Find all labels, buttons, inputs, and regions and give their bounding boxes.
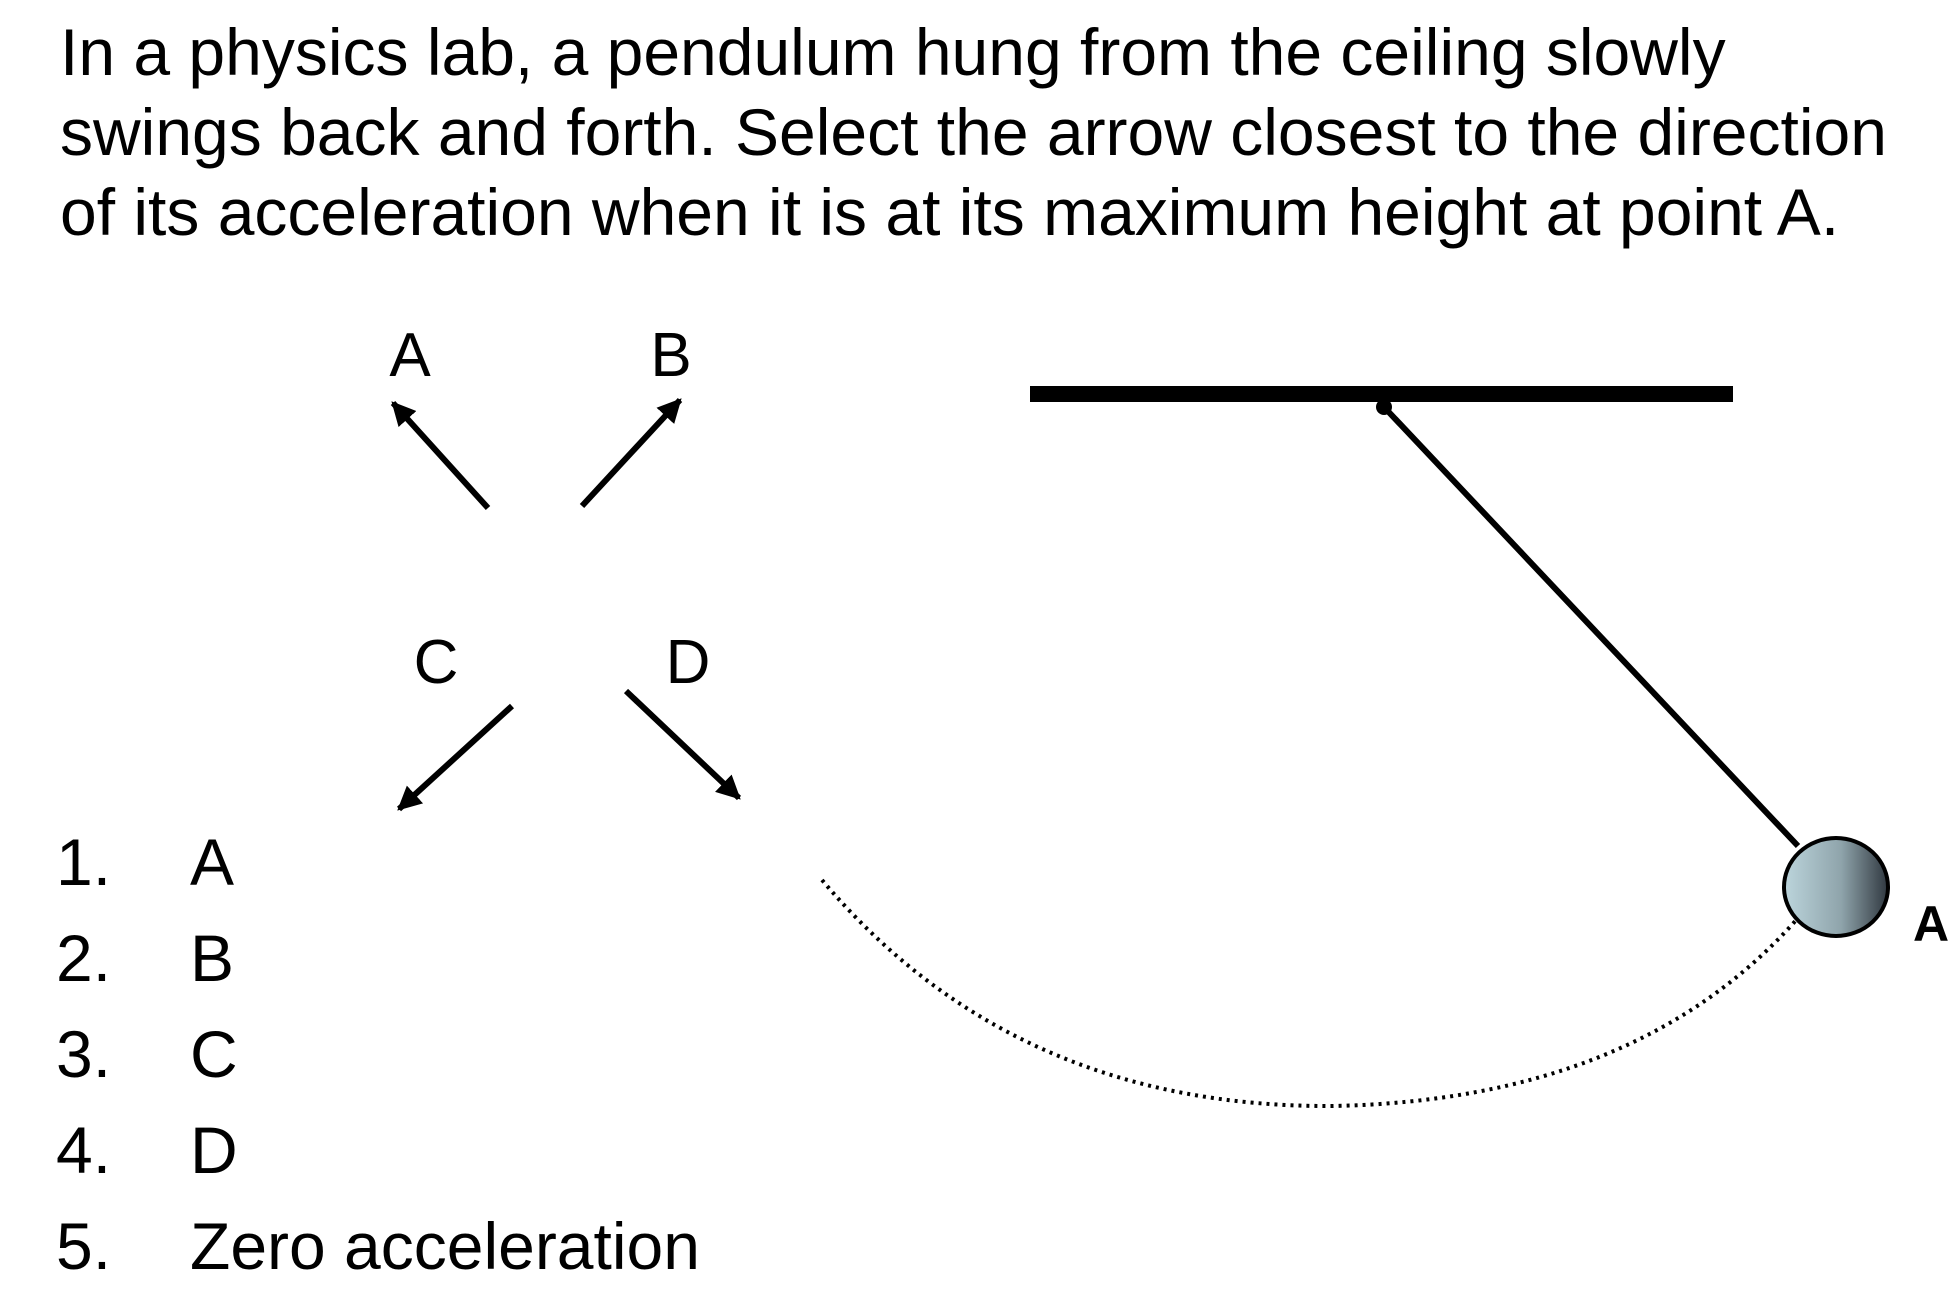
- direction-arrows: A B C D: [389, 321, 742, 812]
- option-text: A: [190, 825, 235, 899]
- arrow-label-a: A: [389, 321, 431, 390]
- arrow-label-d: D: [666, 628, 711, 697]
- arrow-c-down-left: [396, 703, 515, 812]
- option-text: C: [190, 1017, 238, 1091]
- point-a-label: A: [1913, 896, 1949, 952]
- swing-path: [820, 878, 1800, 1109]
- arrow-d-down-right: [623, 688, 742, 801]
- option-5[interactable]: 5. Zero acceleration: [56, 1198, 700, 1294]
- option-1[interactable]: 1. A: [56, 814, 700, 910]
- option-2[interactable]: 2. B: [56, 910, 700, 1006]
- pendulum: A: [820, 386, 1949, 1109]
- option-number: 4.: [56, 1113, 112, 1187]
- option-number: 1.: [56, 825, 112, 899]
- option-text: D: [190, 1113, 238, 1187]
- question-text: In a physics lab, a pendulum hung from t…: [60, 12, 1940, 252]
- arrow-a-up-left: [390, 400, 491, 511]
- pendulum-bob: [1782, 836, 1890, 938]
- answer-options: 1. A 2. B 3. C 4. D 5. Zero acceleration: [56, 814, 700, 1294]
- option-number: 2.: [56, 921, 112, 995]
- arrow-label-c: C: [414, 628, 459, 697]
- arrow-label-b: B: [650, 321, 691, 390]
- option-text: B: [190, 921, 235, 995]
- option-text: Zero acceleration: [190, 1209, 700, 1283]
- option-4[interactable]: 4. D: [56, 1102, 700, 1198]
- pendulum-string: [1381, 404, 1801, 849]
- arrow-b-up-right: [579, 397, 683, 509]
- option-number: 5.: [56, 1209, 112, 1283]
- option-number: 3.: [56, 1017, 112, 1091]
- question-line: In a physics lab, a pendulum hung from t…: [60, 15, 1726, 89]
- question-line: of its acceleration when it is at its ma…: [60, 175, 1840, 249]
- question-line: swings back and forth. Select the arrow …: [60, 95, 1887, 169]
- option-3[interactable]: 3. C: [56, 1006, 700, 1102]
